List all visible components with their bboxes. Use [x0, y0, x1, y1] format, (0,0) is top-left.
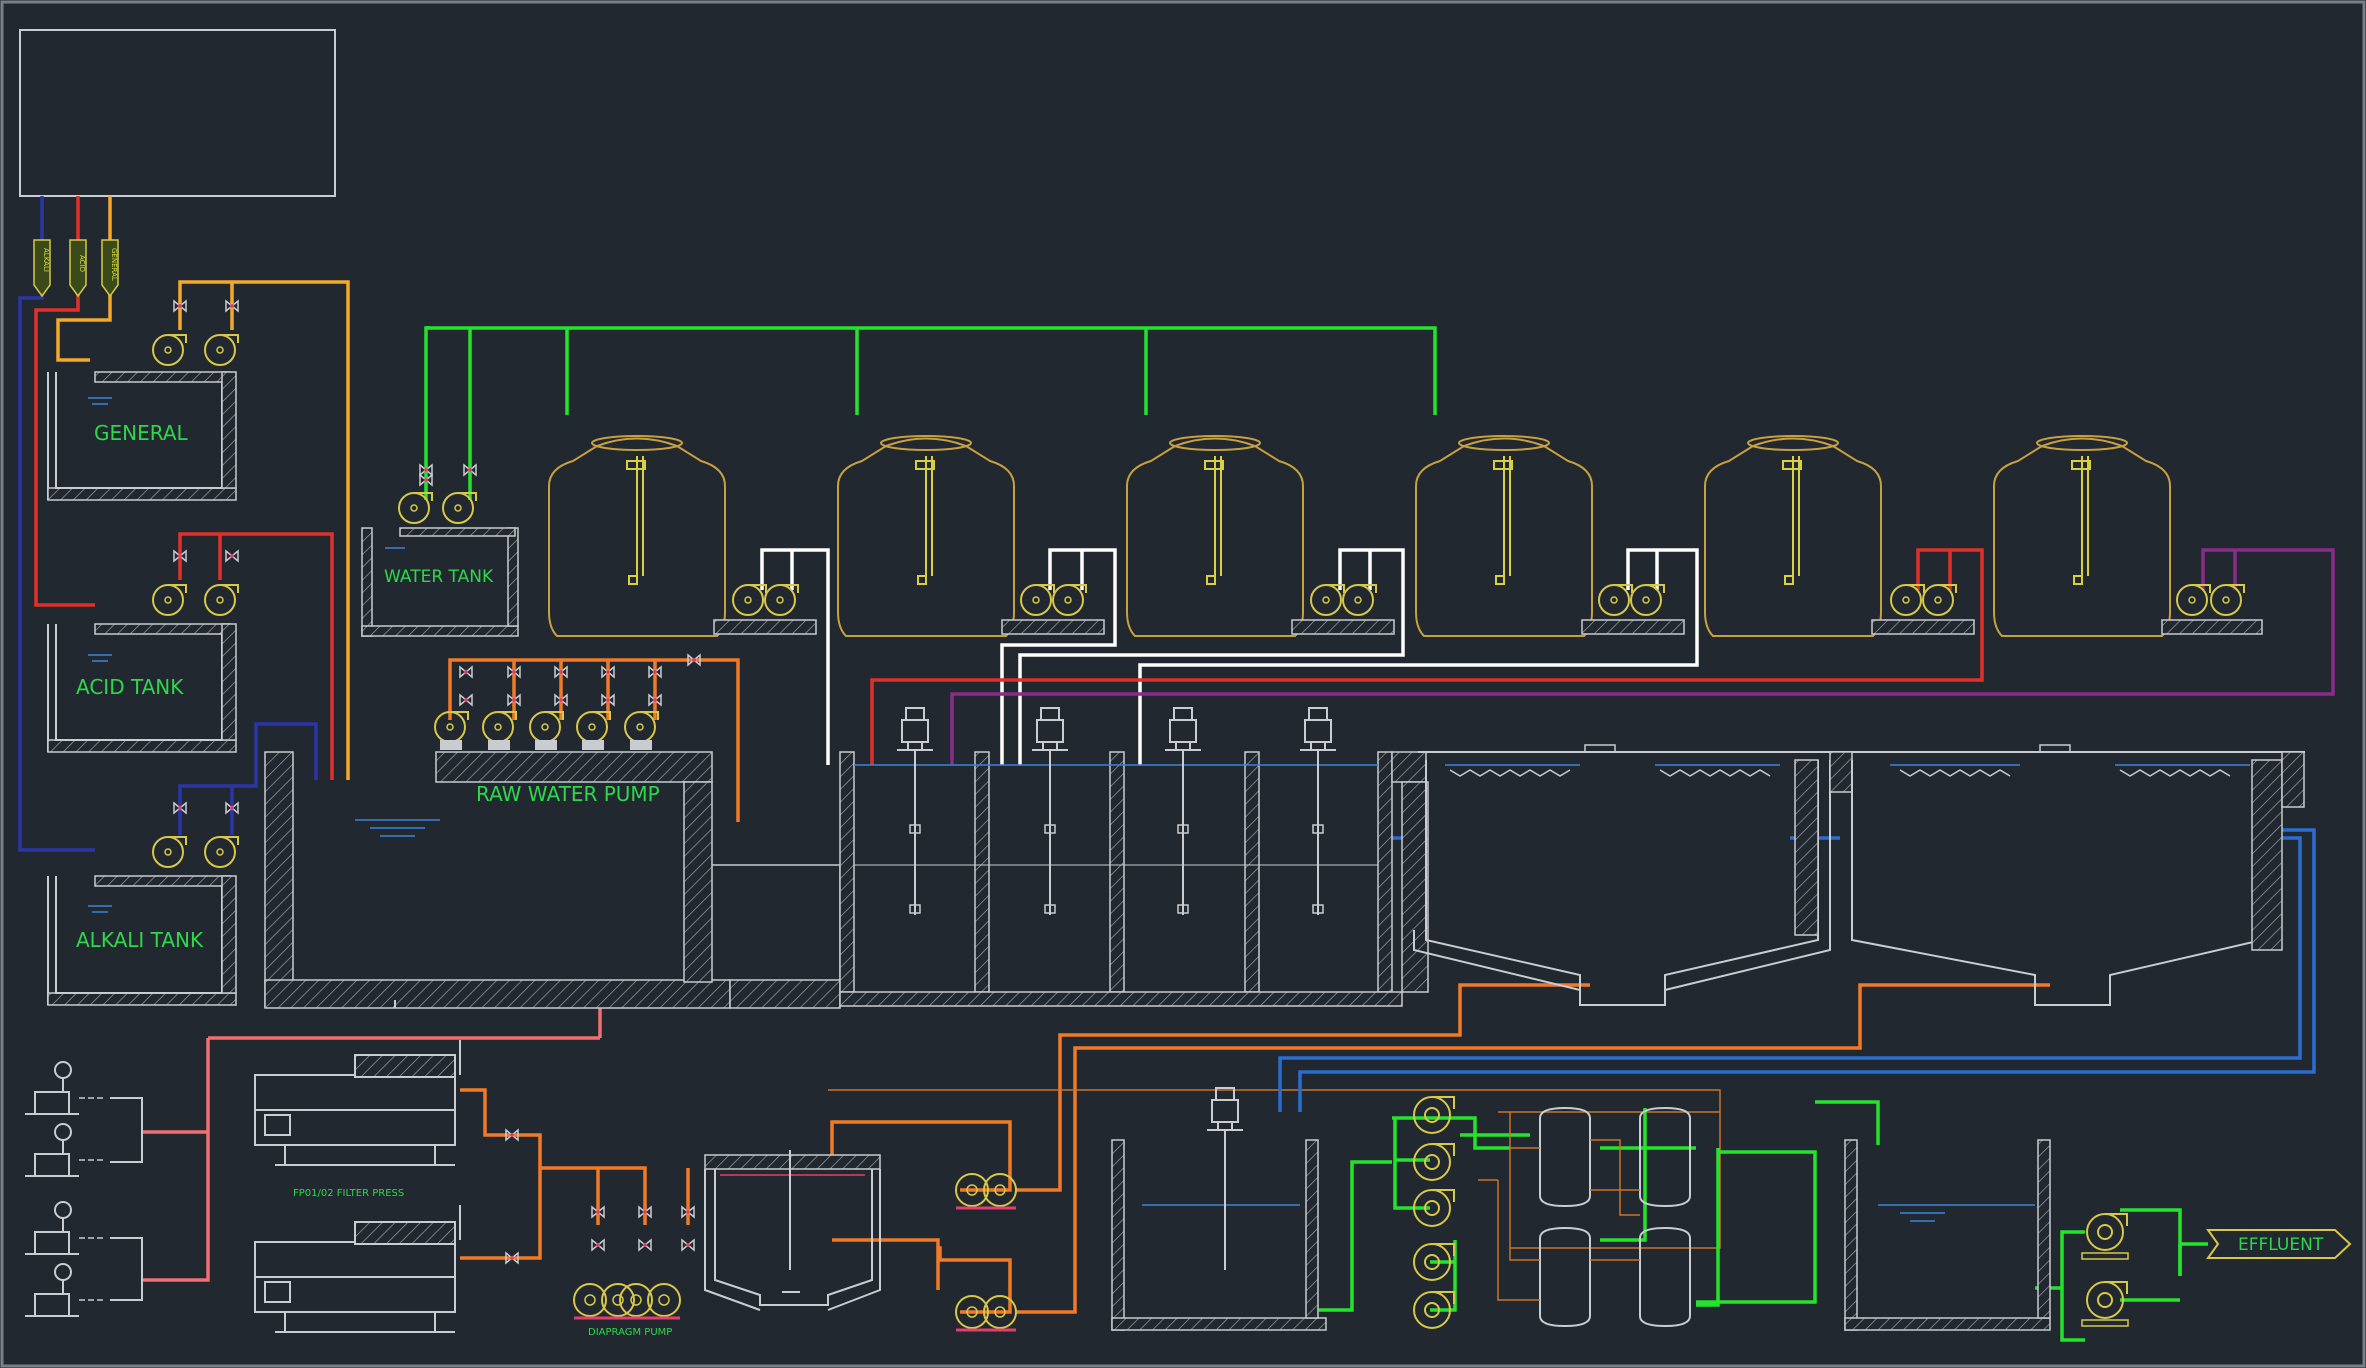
effluent-tag	[2206, 1229, 2352, 1259]
pipe-general-feed	[56, 196, 112, 362]
water-tank: WATER TANK	[361, 464, 519, 637]
pipe-alkali-feed	[18, 196, 95, 852]
pipe-filter-feed	[1306, 1116, 1510, 1312]
label-effluent: EFFLUENT	[2238, 1235, 2324, 1255]
pipe-thin-orange-2	[1498, 1111, 1721, 1249]
filter-presses: FP01/02 FILTER PRESS	[254, 1040, 519, 1333]
pipe-sludge-2	[1015, 983, 2050, 1314]
label-acid-tank: ACID TANK	[76, 675, 184, 699]
pipe-dose-1	[760, 548, 830, 765]
tag-alkali: ALKALI	[42, 248, 50, 272]
pipe-alkali-outlet	[178, 722, 318, 835]
label-alkali-tank: ALKALI TANK	[76, 928, 204, 952]
pipe-filter-press	[460, 1088, 690, 1260]
label-filter-press: FP01/02 FILTER PRESS	[293, 1188, 404, 1199]
title-block	[19, 29, 336, 197]
dosing-tanks	[419, 435, 2263, 637]
raw-water-pumps: RAW WATER PUMP	[434, 654, 713, 806]
equalization-basin	[264, 751, 841, 1009]
pipe-sludge-1	[1015, 983, 1590, 1192]
pressure-filters	[1478, 1107, 1691, 1327]
sludge-thickener	[704, 1150, 1018, 1332]
tag-general: GENERAL	[110, 248, 118, 281]
label-diaphragm-pump: DIAPRAGM PUMP	[588, 1327, 672, 1338]
tag-acid: ACID	[78, 255, 86, 272]
intermediate-tank	[1111, 1087, 1327, 1331]
pipe-sludge-3	[830, 1120, 1012, 1314]
metering-pumps	[24, 1061, 143, 1317]
pipe-dose-3	[1018, 548, 1405, 765]
pipe-raw-water-header	[448, 658, 740, 822]
pipe-dose-2	[1000, 548, 1117, 765]
diaphragm-pumps: DIAPRAGM PUMP	[572, 1206, 695, 1338]
pipe-dose-5	[870, 548, 1984, 765]
pipe-acid-feed	[34, 196, 95, 607]
pipe-thin-orange	[828, 1089, 1721, 1112]
pipe-general-outlet	[178, 280, 350, 780]
pipe-effluent	[2035, 1208, 2182, 1342]
final-tank	[1844, 1139, 2051, 1331]
pipe-dose-4	[1138, 548, 1699, 765]
general-tank: GENERAL	[47, 300, 239, 501]
label-general: GENERAL	[94, 421, 189, 445]
chemical-tags: ALKALI ACID GENERAL	[33, 239, 119, 298]
label-raw-water-pump: RAW WATER PUMP	[476, 782, 660, 806]
acid-tank: ACID TANK	[47, 550, 239, 753]
label-water-tank: WATER TANK	[384, 567, 494, 587]
pipe-filter-outlet	[1600, 1100, 1880, 1307]
effluent-pumps: EFFLUENT	[2081, 1213, 2352, 1327]
alkali-tank: ALKALI TANK	[47, 802, 239, 1006]
pipe-dose-6	[950, 548, 2335, 765]
reaction-tanks	[839, 707, 1403, 1007]
pipe-blower	[1393, 1118, 1457, 1312]
blowers	[1413, 1096, 1455, 1329]
pipe-water-header	[424, 326, 1437, 500]
clarifiers	[1391, 744, 2305, 1006]
